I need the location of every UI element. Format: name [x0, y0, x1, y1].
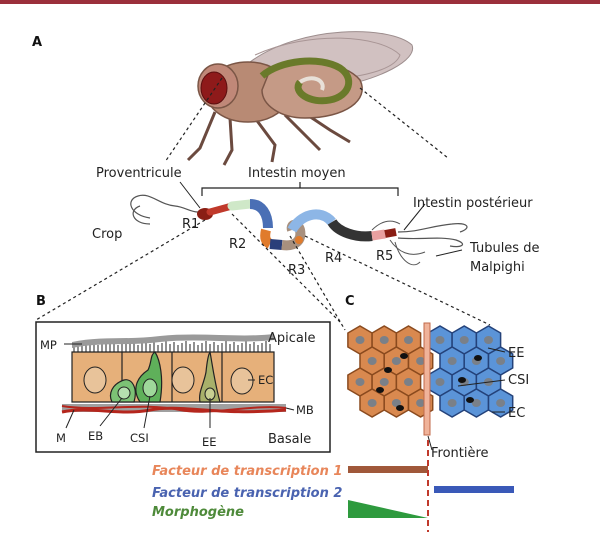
label-m: M — [56, 431, 66, 445]
stem-cell — [376, 387, 384, 393]
label-r2: R2 — [229, 237, 246, 252]
label-mp: MP — [40, 338, 57, 352]
label-ec-b: EC — [258, 373, 273, 387]
cell-nucleus — [496, 357, 506, 365]
label-proventricule: Proventricule — [96, 166, 182, 181]
label-mb: MB — [296, 403, 314, 417]
cell-nucleus — [379, 336, 389, 344]
cell-nucleus — [471, 399, 481, 407]
cell-nucleus — [355, 378, 365, 386]
legend-tf2: Facteur de transcription 2 — [152, 486, 342, 501]
gut-illustration — [130, 194, 468, 266]
label-apicale: Apicale — [268, 331, 315, 346]
label-crop: Crop — [92, 227, 122, 242]
legend-tf1: Facteur de transcription 1 — [152, 464, 342, 479]
cell-nucleus — [403, 378, 413, 386]
stem-cell — [458, 377, 466, 383]
stem-cell — [474, 355, 482, 361]
label-ee-c: EE — [508, 346, 524, 361]
label-intestin-moyen: Intestin moyen — [248, 166, 346, 181]
cell-nucleus — [416, 399, 426, 407]
cell-nucleus — [416, 357, 426, 365]
legend-morphogen: Morphogène — [152, 505, 244, 520]
cell-nucleus — [379, 378, 389, 386]
label-csi-b: CSI — [130, 431, 149, 445]
stem-cell — [466, 397, 474, 403]
cell-nucleus — [391, 357, 401, 365]
label-eb: EB — [88, 429, 103, 443]
label-intestin-posterieur: Intestin postérieur — [413, 196, 533, 211]
label-tubules-line1: Tubules de — [469, 241, 539, 256]
cell-nucleus — [447, 399, 457, 407]
label-r5: R5 — [376, 249, 393, 264]
cell-nucleus — [435, 336, 445, 344]
cell-nucleus — [459, 336, 469, 344]
panel-label-c: C — [345, 294, 355, 309]
label-ee-b: EE — [202, 435, 217, 449]
cell-nucleus — [496, 399, 506, 407]
tf2-expression-bar — [434, 486, 514, 493]
label-basale: Basale — [268, 432, 311, 447]
cell-nucleus — [367, 399, 377, 407]
label-r3: R3 — [288, 263, 305, 278]
boundary-strip — [423, 322, 431, 436]
fly-illustration — [164, 31, 449, 166]
morphogen-gradient — [348, 500, 428, 518]
label-tubules-line2: Malpighi — [470, 260, 525, 275]
cell-nucleus — [355, 336, 365, 344]
cell-nucleus — [483, 336, 493, 344]
cell-nucleus — [403, 336, 413, 344]
epithelium-section — [35, 321, 331, 453]
tf1-expression-bar — [348, 466, 428, 473]
stem-cell — [384, 367, 392, 373]
boundary-cell-grid — [347, 325, 514, 418]
top-rule — [0, 0, 600, 4]
panel-label-a: A — [32, 35, 42, 50]
cell-nucleus — [367, 357, 377, 365]
label-ec-c: EC — [508, 406, 525, 421]
midgut-bracket — [201, 187, 399, 196]
stem-cell — [400, 353, 408, 359]
label-r1: R1 — [182, 217, 199, 232]
label-frontiere: Frontière — [431, 446, 489, 461]
panel-label-b: B — [36, 294, 46, 309]
stem-cell — [396, 405, 404, 411]
label-csi-c: CSI — [508, 373, 529, 388]
cell-nucleus — [391, 399, 401, 407]
label-r4: R4 — [325, 251, 342, 266]
cell-nucleus — [447, 357, 457, 365]
cell-nucleus — [435, 378, 445, 386]
